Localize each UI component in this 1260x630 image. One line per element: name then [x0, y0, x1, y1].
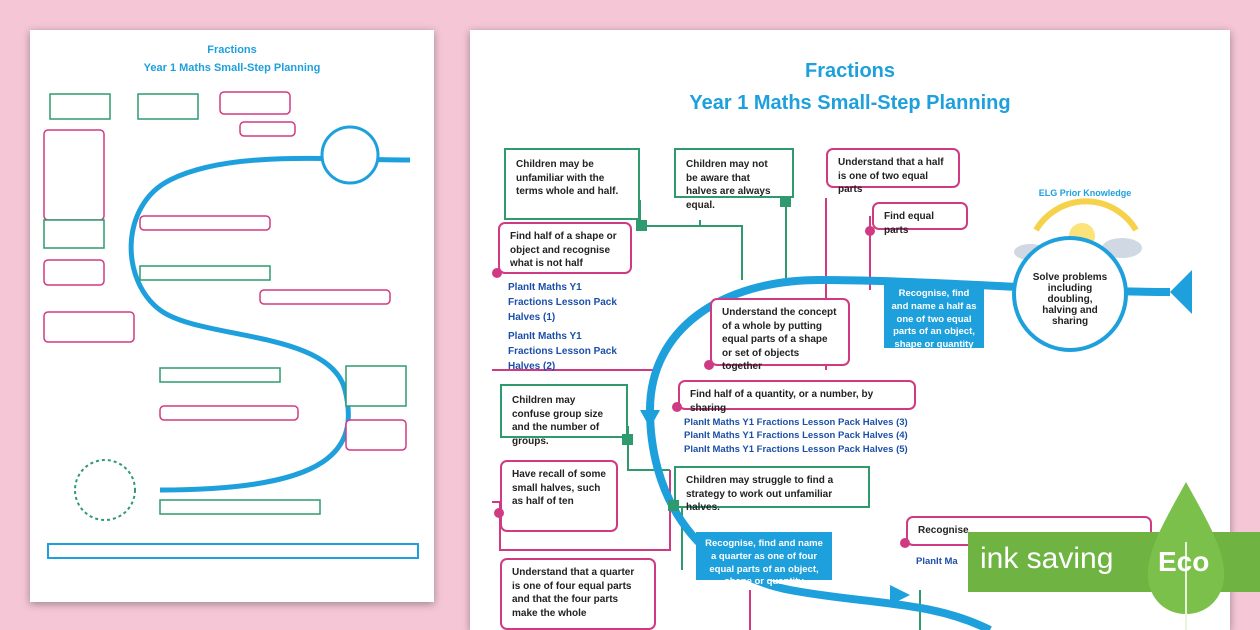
misconception-whole-half: Children may be unfamiliar with the term… — [504, 148, 640, 220]
preview-flow-path — [43, 91, 419, 559]
preview-sheet: Fractions Year 1 Maths Small-Step Planni… — [30, 30, 434, 602]
lesson-links-shape: PlanIt Maths Y1 Fractions Lesson Pack Ha… — [508, 280, 628, 374]
lesson-link[interactable]: PlanIt Maths Y1 Fractions Lesson Pack Ha… — [508, 331, 617, 372]
page-title: Fractions — [804, 60, 896, 82]
objective-half-quantity: Find half of a quantity, or a number, by… — [678, 380, 916, 414]
lesson-link[interactable]: PlanIt Maths Y1 Fractions Lesson Pack Ha… — [684, 417, 908, 428]
planning-sheet: Fractions Year 1 Maths Small-Step Planni… — [470, 30, 1230, 630]
connector-dot — [900, 538, 910, 548]
lesson-links-quantity: PlanIt Maths Y1 Fractions Lesson Pack Ha… — [684, 416, 908, 456]
connector-square — [668, 500, 679, 511]
connector-dot — [865, 226, 875, 236]
objective-recall-halves: Have recall of some small halves, such a… — [500, 460, 618, 532]
prior-knowledge-heading: ELG Prior Knowledge — [1038, 188, 1132, 198]
ink-saving-label: ink saving — [980, 542, 1114, 575]
misconception-strategy: Children may struggle to find a strategy… — [674, 466, 870, 513]
connector-square — [780, 196, 791, 207]
misconception-groups: Children may confuse group size and the … — [500, 384, 628, 447]
lesson-link[interactable]: PlanIt Ma — [916, 556, 958, 567]
connector-dot — [494, 508, 504, 518]
objective-whole-concept: Understand the concept of a whole by put… — [710, 298, 850, 372]
connector-square — [636, 220, 647, 231]
preview-title: Fractions — [207, 44, 257, 56]
connector-dot — [672, 402, 682, 412]
key-objective-quarter: Recognise, find and name a quarter as on… — [696, 532, 832, 587]
misconception-halves-equal: Children may not be aware that halves ar… — [674, 148, 794, 211]
connector-dot — [492, 268, 502, 278]
key-objective-half: Recognise, find and name a half as one o… — [884, 282, 984, 350]
objective-half-two-parts: Understand that a half is one of two equ… — [826, 148, 960, 195]
preview-subtitle: Year 1 Maths Small-Step Planning — [143, 62, 321, 74]
lesson-link[interactable]: PlanIt Maths Y1 Fractions Lesson Pack Ha… — [508, 282, 617, 323]
lesson-links-quarter: PlanIt Ma — [916, 556, 958, 567]
connector-square — [622, 434, 633, 445]
eco-leaf-icon — [1147, 482, 1225, 630]
lesson-link[interactable]: PlanIt Maths Y1 Fractions Lesson Pack Ha… — [684, 430, 908, 442]
objective-quarter-equal: Understand that a quarter is one of four… — [500, 558, 656, 630]
objective-half-shape: Find half of a shape or object and recog… — [498, 222, 632, 274]
prior-knowledge-circle: Solve problems including doubling, halvi… — [1012, 236, 1128, 352]
page-subtitle: Year 1 Maths Small-Step Planning — [689, 92, 1011, 114]
connector-dot — [704, 360, 714, 370]
objective-equal-parts: Find equal parts — [872, 202, 968, 236]
lesson-link[interactable]: PlanIt Maths Y1 Fractions Lesson Pack Ha… — [684, 443, 908, 455]
eco-label: Eco — [1158, 546, 1210, 577]
prior-knowledge-text: Solve problems including doubling, halvi… — [1032, 272, 1108, 327]
